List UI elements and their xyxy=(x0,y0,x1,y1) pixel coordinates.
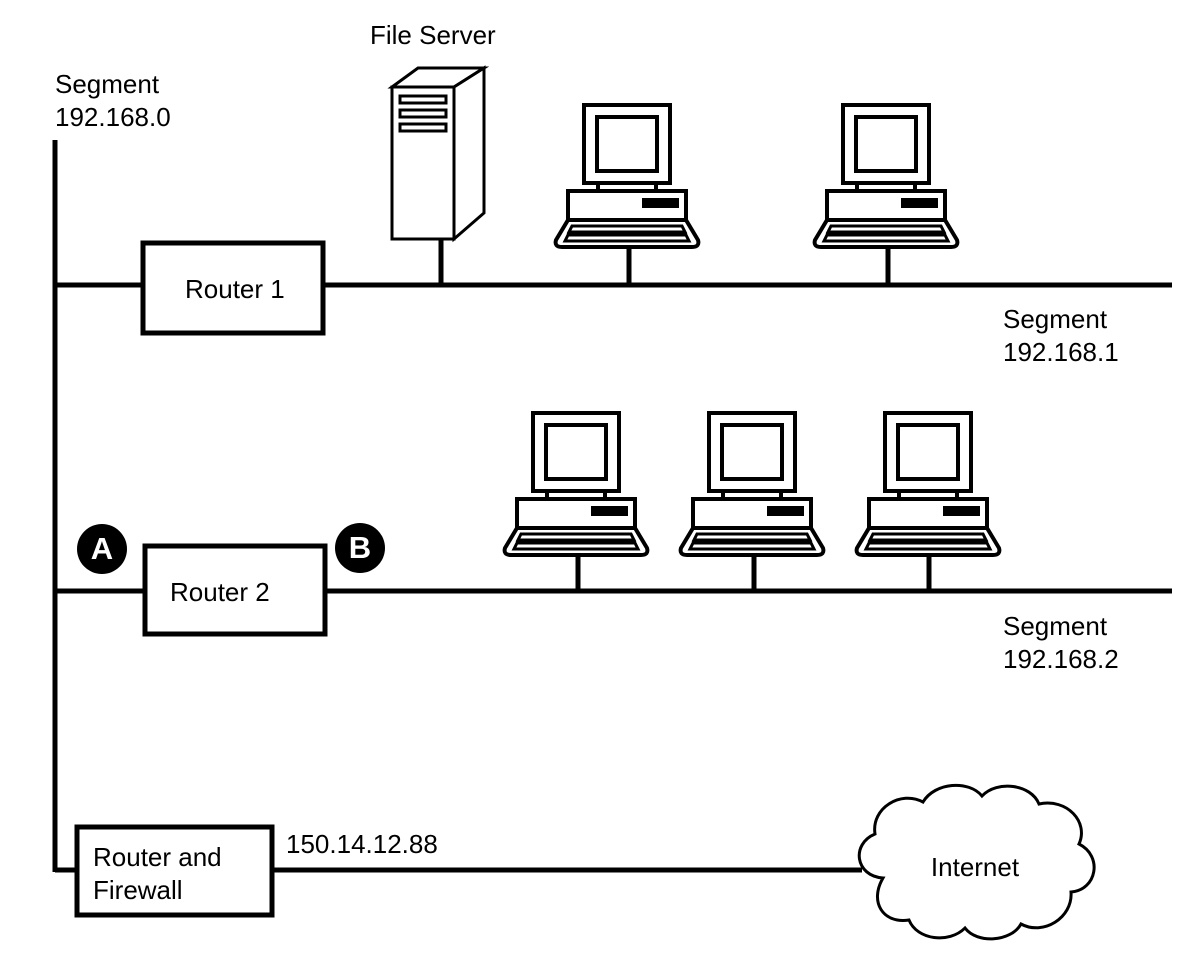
router-1-node[interactable] xyxy=(140,240,326,336)
segment2-computer-2-icon xyxy=(678,411,826,557)
segment-0-label-line2: 192.168.0 xyxy=(55,102,171,132)
badge-b-marker xyxy=(335,523,385,573)
router-firewall-label-line1: Router and xyxy=(93,842,222,872)
segment-0-label-line1: Segment xyxy=(55,69,160,99)
segment-1-label-line2: 192.168.1 xyxy=(1003,337,1119,367)
segment1-computer-2-icon xyxy=(812,103,960,249)
router-2-label: Router 2 xyxy=(170,577,270,607)
segment-2-label-line2: 192.168.2 xyxy=(1003,644,1119,674)
file-server-icon xyxy=(390,66,486,241)
segment2-computer-1-icon xyxy=(502,411,650,557)
badge-b-letter: B xyxy=(348,530,372,565)
internet-label: Internet xyxy=(930,852,1020,882)
badge-a-marker xyxy=(77,524,127,574)
segment-1-label-line1: Segment xyxy=(1003,304,1108,334)
segment1-computer-1-icon xyxy=(553,103,701,249)
router-firewall-label-line2: Firewall xyxy=(93,875,183,905)
external-ip-label: 150.14.12.88 xyxy=(286,829,438,859)
router-firewall-node[interactable] xyxy=(74,824,275,918)
badge-a-letter: A xyxy=(90,531,114,566)
segment2-computer-3-icon xyxy=(854,411,1002,557)
router-1-label: Router 1 xyxy=(185,274,285,304)
router-2-node[interactable] xyxy=(142,543,328,637)
segment-2-label-line1: Segment xyxy=(1003,611,1108,641)
file-server-label: File Server xyxy=(370,20,496,50)
